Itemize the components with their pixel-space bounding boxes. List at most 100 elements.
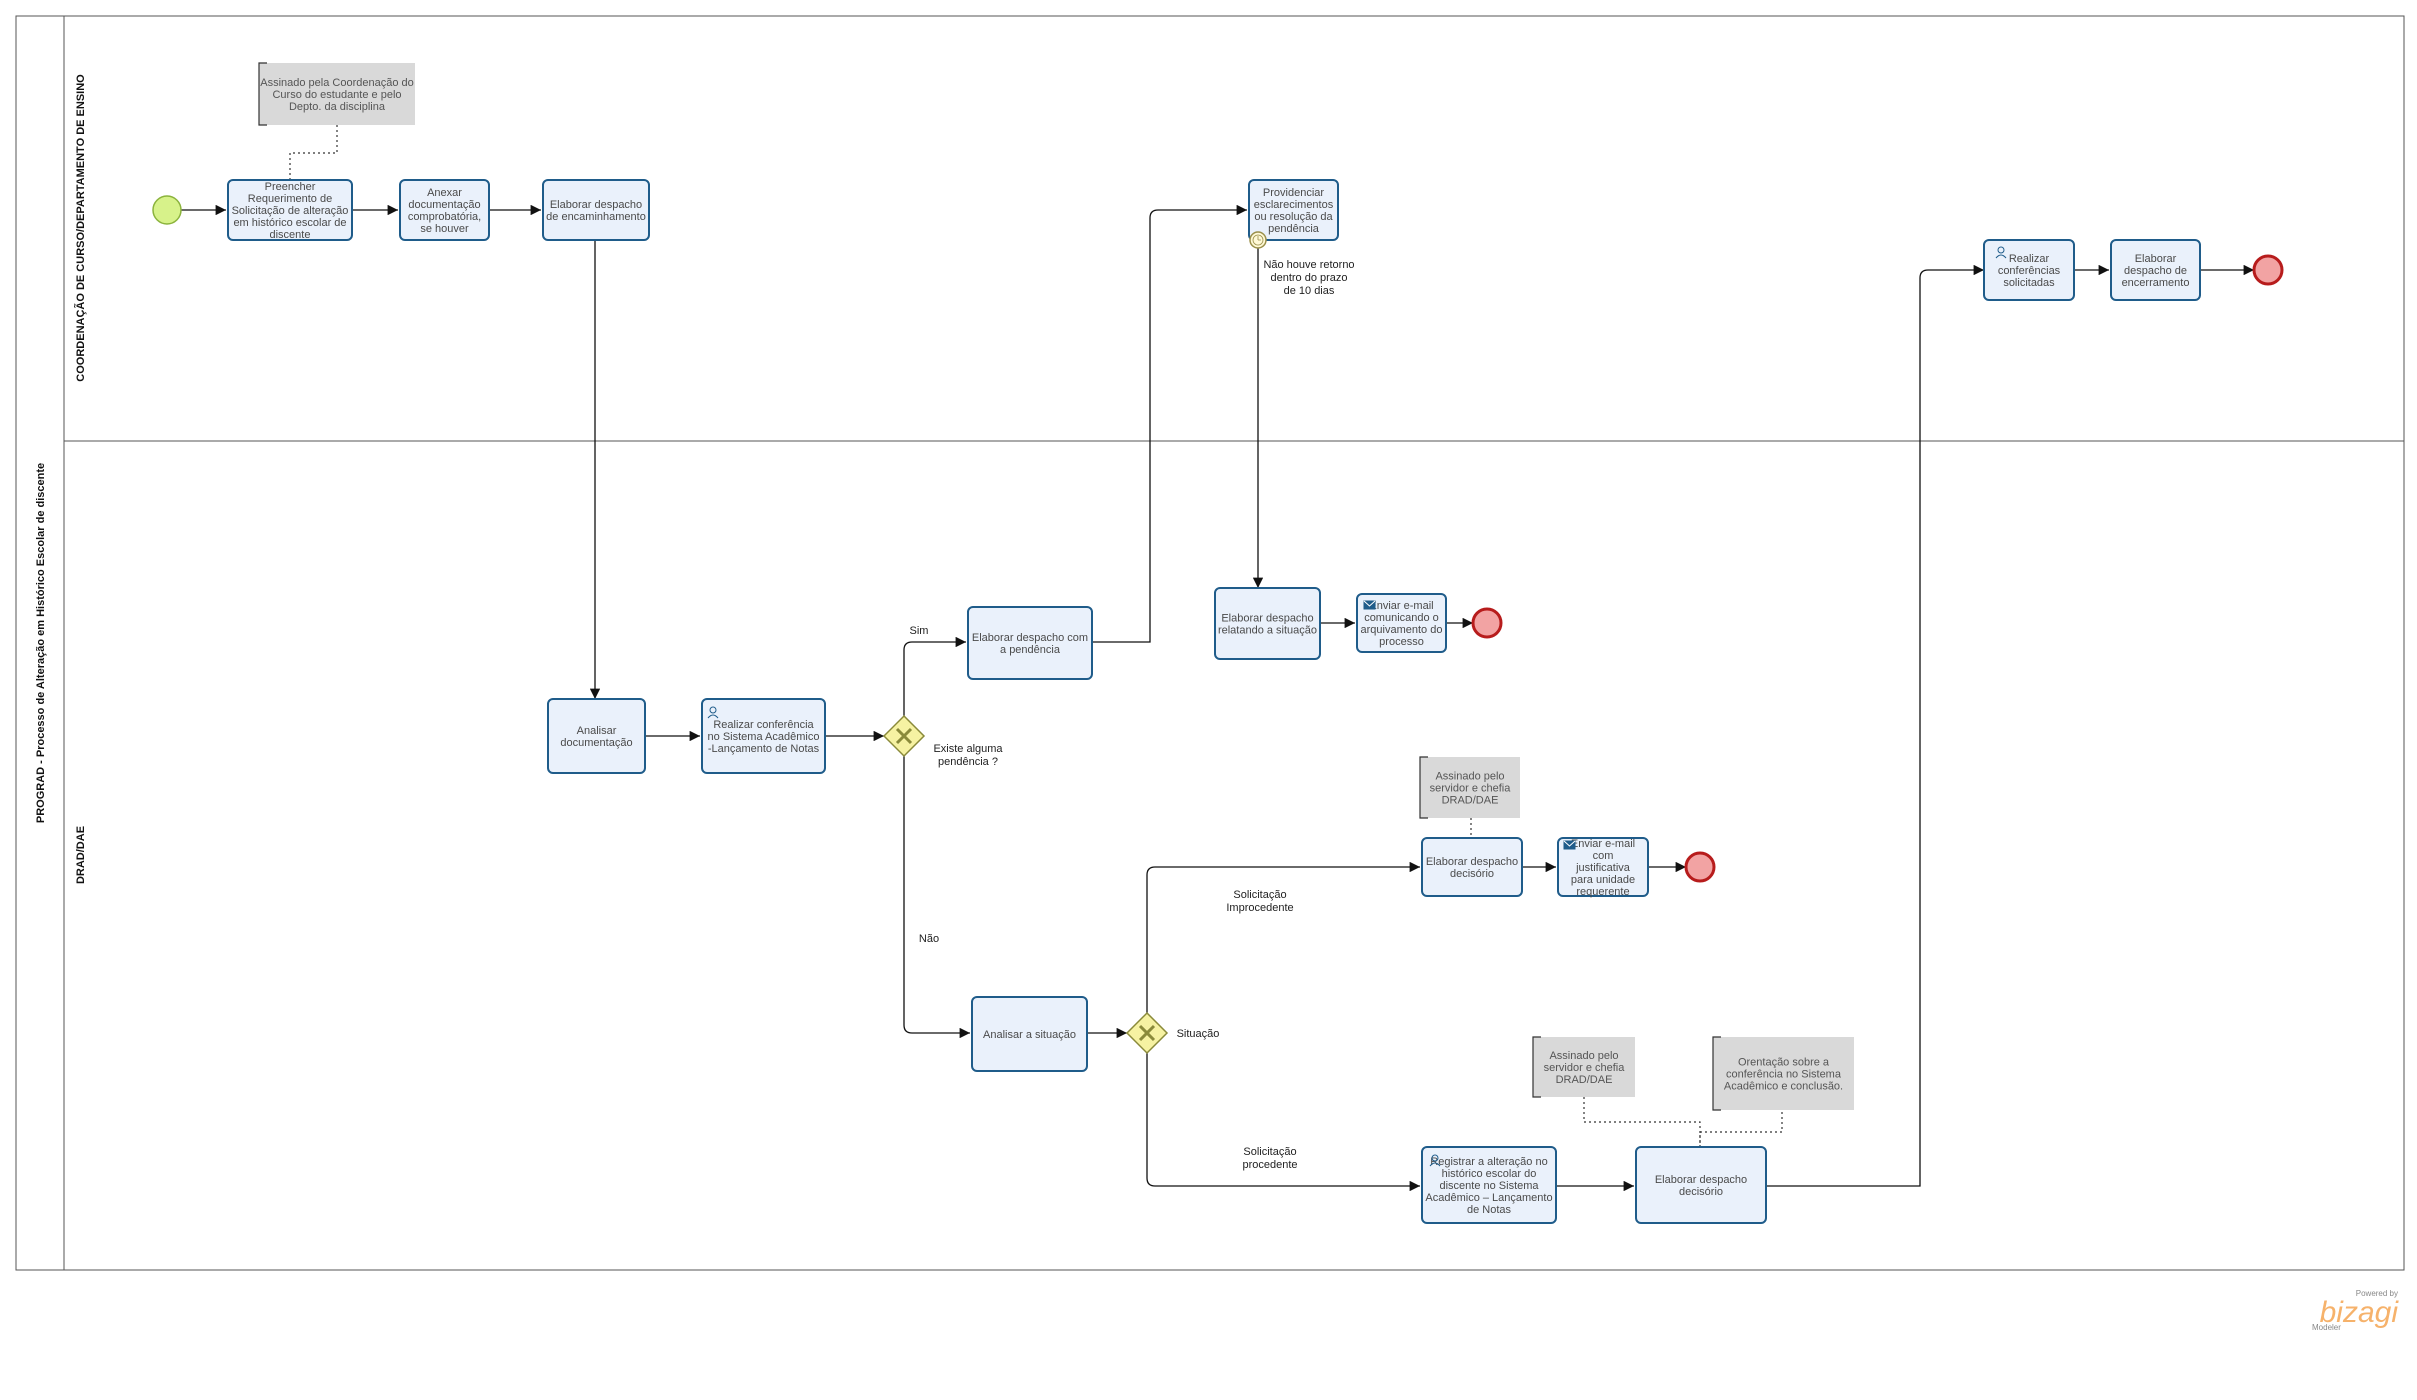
- task-label-line: Elaborar despacho: [1655, 1174, 1747, 1186]
- user-icon: [1429, 1154, 1441, 1167]
- annotation-text-line: Orentação sobre a: [1738, 1057, 1830, 1069]
- timer-label-2: dentro do prazo: [1270, 272, 1347, 284]
- task-label-line: decisório: [1450, 868, 1494, 880]
- task-label-line: encerramento: [2122, 277, 2190, 289]
- label-improcedente-2: Improcedente: [1226, 902, 1293, 914]
- annotation-text-line: DRAD/DAE: [1556, 1074, 1613, 1086]
- task-label-line: no Sistema Acadêmico: [708, 731, 820, 743]
- task-label-line: Elaborar: [2135, 253, 2177, 265]
- task-label-line: de Notas: [1467, 1204, 1512, 1216]
- label-sim: Sim: [910, 625, 929, 637]
- task-label-line: Elaborar despacho: [1221, 613, 1313, 625]
- start-event[interactable]: [152, 195, 182, 225]
- end-event-encerramento[interactable]: [2252, 254, 2284, 286]
- pool: [15, 15, 2405, 1271]
- timer-label-3: de 10 dias: [1284, 285, 1335, 297]
- task-label-line: Anexar: [427, 187, 462, 199]
- end-event-arquivamento[interactable]: [1471, 607, 1503, 639]
- task-label-line: histórico escolar do: [1442, 1168, 1537, 1180]
- task-label-line: Realizar conferência: [713, 719, 814, 731]
- sequence-flows: [181, 204, 2254, 1192]
- task-icons: [707, 246, 2007, 1167]
- task-label-line: comprobatória,: [408, 211, 481, 223]
- task-t-analisar-sit[interactable]: Analisar a situação: [971, 996, 1088, 1072]
- timer-label-1: Não houve retorno: [1263, 259, 1354, 271]
- annotation-text-line: servidor e chefia: [1430, 783, 1512, 795]
- task-label-line: relatando a situação: [1218, 625, 1317, 637]
- label-situacao: Situação: [1177, 1028, 1220, 1040]
- label-procedente-1: Solicitação: [1243, 1146, 1296, 1158]
- task-label-line: se houver: [420, 223, 469, 235]
- gateway1-label-1: Existe alguma: [933, 743, 1003, 755]
- timer-event[interactable]: [1249, 231, 1267, 249]
- label-procedente-2: procedente: [1242, 1159, 1297, 1171]
- lane-title-drad: DRAD/DAE: [75, 826, 87, 884]
- label-nao: Não: [919, 933, 939, 945]
- task-label-line: Solicitação de alteração: [232, 205, 349, 217]
- task-label-line: discente no Sistema: [1439, 1180, 1539, 1192]
- annotation-text-line: servidor e chefia: [1544, 1062, 1626, 1074]
- annotation-text-line: conferência no Sistema: [1726, 1069, 1842, 1081]
- task-label-line: Realizar: [2009, 253, 2050, 265]
- annotation-text-line: Assinado pelo: [1549, 1050, 1618, 1062]
- task-label-line: para unidade: [1571, 874, 1635, 886]
- annotation-text-line: Curso do estudante e pelo: [272, 89, 401, 101]
- label-improcedente-1: Solicitação: [1233, 889, 1286, 901]
- task-label-line: em histórico escolar de: [233, 217, 346, 229]
- task-label-line: Acadêmico – Lançamento: [1425, 1192, 1552, 1204]
- powered-by-text: Powered by: [2356, 1289, 2398, 1298]
- task-label-line: Elaborar despacho com: [972, 632, 1088, 644]
- task-label-line: Analisar: [577, 725, 617, 737]
- task-label-line: arquivamento do: [1361, 624, 1443, 636]
- end-event-improcedente[interactable]: [1684, 851, 1716, 883]
- task-label-line: Registrar a alteração no: [1430, 1156, 1547, 1168]
- lane-title-coordenacao: COORDENAÇÃO DE CURSO/DEPARTAMENTO DE ENS…: [74, 74, 87, 382]
- user-icon: [707, 706, 719, 719]
- flow-labels: Não houve retorno dentro do prazo de 10 …: [910, 259, 1355, 1171]
- task-label-line: Requerimento de: [248, 193, 332, 205]
- gateway-pendencia[interactable]: [882, 714, 926, 758]
- task-label-line: de encaminhamento: [546, 211, 646, 223]
- task-label-line: documentação: [408, 199, 480, 211]
- task-label-line: pendência: [1268, 223, 1320, 235]
- annotation-text-line: Depto. da disciplina: [289, 101, 386, 113]
- task-label-line: Elaborar despacho: [550, 199, 642, 211]
- associations: [289, 125, 1783, 1147]
- gateway-situacao[interactable]: [1125, 1011, 1169, 1055]
- task-label-line: Analisar a situação: [983, 1029, 1076, 1041]
- task-label-line: processo: [1379, 636, 1424, 648]
- task-label-line: Enviar e-mail: [1369, 600, 1433, 612]
- task-label-line: comunicando o: [1364, 612, 1439, 624]
- envelope-icon: [1563, 840, 1576, 850]
- task-label-line: a pendência: [1000, 644, 1061, 656]
- modeler-text: Modeler: [2312, 1323, 2341, 1332]
- pool-title: PROGRAD - Processo de Alteração em Histó…: [35, 463, 47, 823]
- user-icon: [1995, 246, 2007, 259]
- annotation-text-line: Assinado pela Coordenação do: [260, 77, 414, 89]
- task-label-line: ou resolução da: [1254, 211, 1333, 223]
- task-label-line: Elaborar despacho: [1426, 856, 1518, 868]
- task-label-line: com: [1593, 850, 1614, 862]
- task-label-line: discente: [270, 229, 311, 241]
